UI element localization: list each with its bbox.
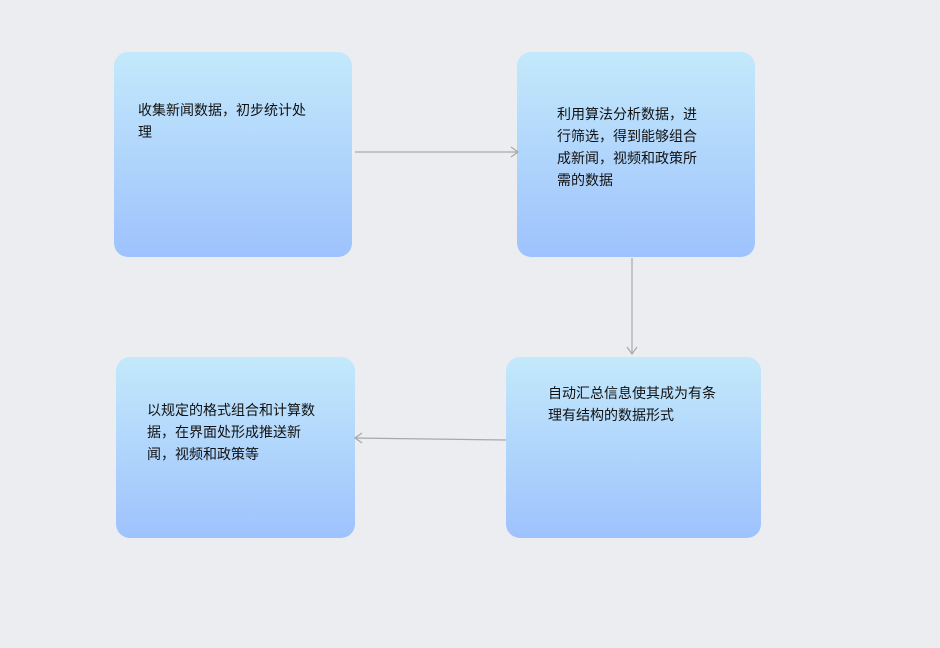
node-filter-label: 利用算法分析数据，进行筛选，得到能够组合成新闻，视频和政策所需的数据 (557, 107, 697, 189)
edge-filter-summarize[interactable] (626, 258, 638, 356)
node-output[interactable]: 以规定的格式组合和计算数据，在界面处形成推送新闻，视频和政策等 (116, 357, 355, 538)
edge-summarize-output[interactable] (353, 432, 507, 444)
edge-collect-filter[interactable] (355, 146, 520, 158)
node-collect[interactable]: 收集新闻数据，初步统计处理 (114, 52, 352, 257)
node-summarize-label: 自动汇总信息使其成为有条理有结构的数据形式 (548, 386, 716, 424)
node-filter[interactable]: 利用算法分析数据，进行筛选，得到能够组合成新闻，视频和政策所需的数据 (517, 52, 755, 257)
node-summarize[interactable]: 自动汇总信息使其成为有条理有结构的数据形式 (506, 357, 761, 538)
node-collect-label: 收集新闻数据，初步统计处理 (138, 103, 306, 141)
node-output-label: 以规定的格式组合和计算数据，在界面处形成推送新闻，视频和政策等 (147, 403, 315, 463)
